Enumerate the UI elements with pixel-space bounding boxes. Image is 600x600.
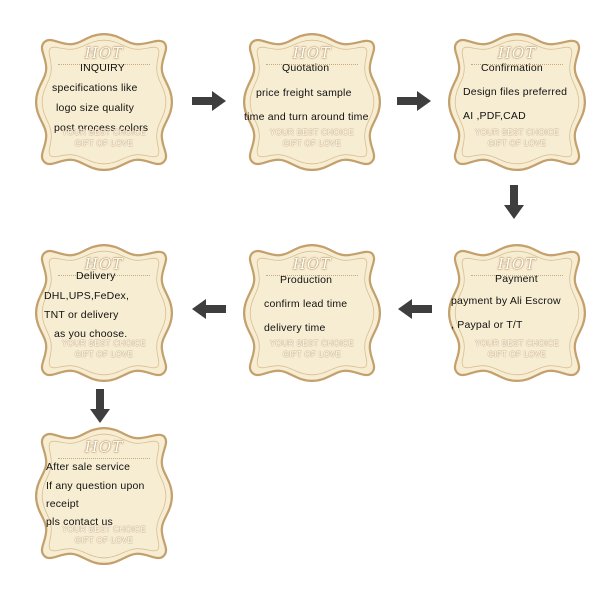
dotted-divider (266, 64, 358, 65)
arrow-left-icon (398, 299, 432, 319)
step-line: receipt (46, 498, 79, 510)
hot-label: HOT (84, 44, 124, 62)
step-card-payment: HOT Payment payment by Ali Escrow , Payp… (441, 237, 593, 389)
step-line: logo size quality (56, 102, 135, 114)
step-line: pls contact us (46, 516, 113, 528)
hot-label: HOT (497, 255, 537, 273)
hot-label: HOT (84, 255, 124, 273)
step-title: Delivery (76, 270, 116, 282)
step-line: payment by Ali Escrow (451, 295, 561, 307)
step-title: Quotation (282, 62, 330, 74)
arrow-down-icon (90, 389, 110, 423)
step-line: confirm lead time (264, 298, 348, 310)
step-line: time and turn around time (244, 111, 369, 123)
arrow-right-icon (192, 91, 226, 111)
step-card-after-sale-service: HOT After sale service If any question u… (28, 420, 180, 572)
step-title: Payment (495, 273, 538, 285)
step-line: delivery time (264, 322, 326, 334)
arrow-right-icon (397, 91, 431, 111)
dotted-divider (471, 275, 563, 276)
hot-label: HOT (292, 44, 332, 62)
step-card-confirmation: HOT Confirmation Design files preferred … (441, 26, 593, 178)
step-line: price freight sample (256, 87, 352, 99)
hot-label: HOT (497, 44, 537, 62)
step-card-delivery: HOT Delivery DHL,UPS,FeDex, TNT or deliv… (28, 237, 180, 389)
step-line: DHL,UPS,FeDex, (44, 290, 130, 302)
hot-label: HOT (84, 438, 124, 456)
step-card-production: HOT Production confirm lead time deliver… (236, 237, 388, 389)
step-line: , Paypal or T/T (451, 319, 523, 331)
step-title: Production (280, 274, 333, 286)
step-title: INQUIRY (80, 62, 125, 74)
step-title: Confirmation (481, 62, 543, 74)
step-line: Design files preferred (463, 86, 568, 98)
hot-label: HOT (292, 255, 332, 273)
step-line: AI ,PDF,CAD (463, 110, 526, 122)
step-line: specifications like (52, 82, 138, 94)
dotted-divider (58, 64, 150, 65)
arrow-down-icon (504, 185, 524, 219)
step-line: If any question upon (46, 480, 145, 492)
step-title: After sale service (46, 461, 131, 473)
step-line: as you choose. (54, 328, 128, 340)
dotted-divider (58, 458, 150, 459)
dotted-divider (266, 275, 358, 276)
dotted-divider (58, 275, 150, 276)
dotted-divider (471, 64, 563, 65)
step-card-inquiry: HOT INQUIRY specifications like logo siz… (28, 26, 180, 178)
arrow-left-icon (192, 299, 226, 319)
step-card-quotation: HOT Quotation price freight sample time … (236, 26, 388, 178)
step-line: post process colors (54, 122, 149, 134)
step-line: TNT or delivery (44, 309, 119, 321)
